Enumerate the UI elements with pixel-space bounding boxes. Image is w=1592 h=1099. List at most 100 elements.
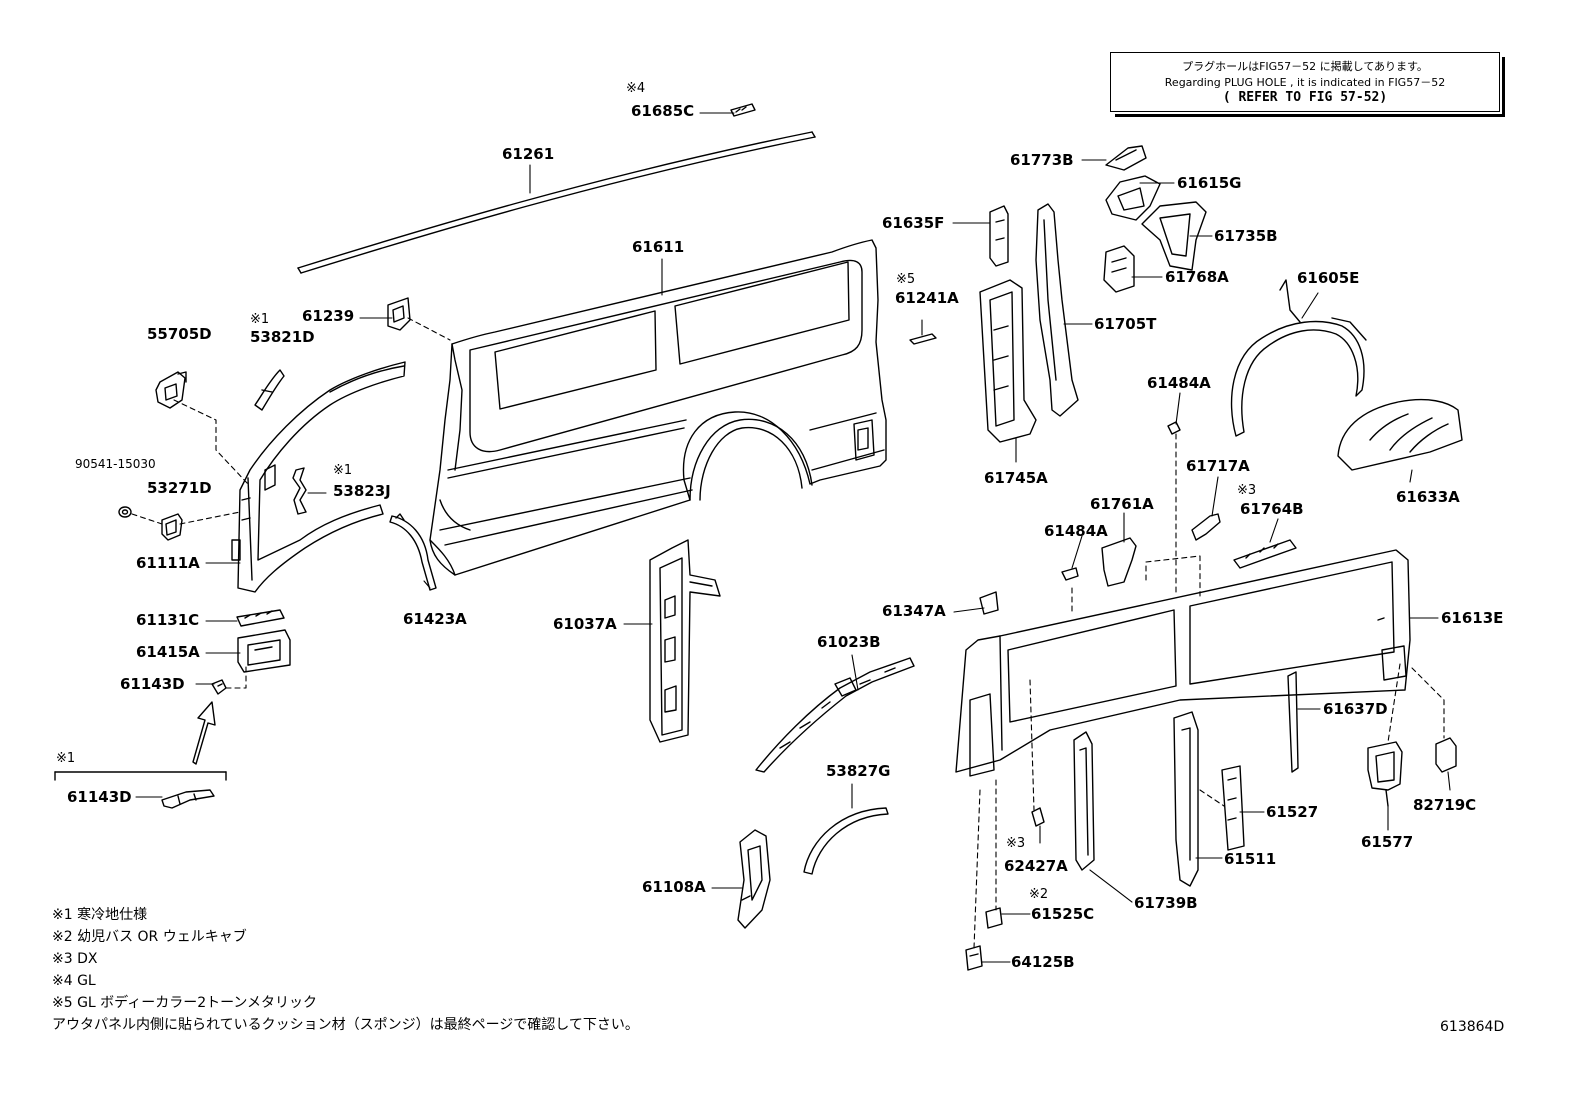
part-61773B-drawing bbox=[1105, 145, 1147, 171]
part-61761A-drawing bbox=[1101, 537, 1137, 587]
label-61577: 61577 bbox=[1361, 833, 1414, 851]
label-61768A: 61768A bbox=[1165, 268, 1229, 286]
label-82719C: 82719C bbox=[1413, 796, 1477, 814]
label-61239: 61239 bbox=[302, 307, 355, 325]
label-61143D-lower: 61143D bbox=[67, 788, 132, 806]
part-61111A-drawing bbox=[231, 361, 406, 593]
label-61108A: 61108A bbox=[642, 878, 706, 896]
marker-5: ※5 bbox=[896, 272, 916, 287]
part-61525C-drawing bbox=[985, 907, 1003, 929]
part-61717A-drawing bbox=[1191, 513, 1221, 541]
part-61423A-drawing bbox=[389, 513, 437, 591]
label-61111A: 61111A bbox=[136, 554, 200, 572]
part-61633A-drawing bbox=[1337, 398, 1463, 471]
label-55705D: 55705D bbox=[147, 325, 212, 343]
label-61143D-upper: 61143D bbox=[120, 675, 185, 693]
label-61739B: 61739B bbox=[1134, 894, 1198, 912]
marker-1-b: ※1 bbox=[333, 463, 353, 478]
label-61131C: 61131C bbox=[136, 611, 200, 629]
label-61764B: 61764B bbox=[1240, 500, 1304, 518]
part-61261-drawing bbox=[297, 131, 816, 274]
part-61611-drawing bbox=[429, 239, 887, 576]
reference-note-box: プラグホールはFIG57－52 に掲載してあります。 Regarding PLU… bbox=[1110, 52, 1505, 117]
part-64125B-drawing bbox=[965, 945, 983, 971]
part-61735B-drawing bbox=[1141, 201, 1207, 271]
label-61705T: 61705T bbox=[1094, 315, 1157, 333]
footnote-cushion: アウタパネル内側に貼られているクッション材（スポンジ）は最終ページで確認して下さ… bbox=[52, 1017, 639, 1033]
part-61484A-a-drawing bbox=[1167, 421, 1181, 435]
part-61415A-drawing bbox=[237, 629, 291, 673]
part-53827G-drawing bbox=[803, 807, 889, 875]
label-61415A: 61415A bbox=[136, 643, 200, 661]
part-55705D-drawing bbox=[155, 371, 187, 409]
part-61037A-drawing bbox=[649, 539, 721, 743]
part-61768A-drawing bbox=[1103, 245, 1135, 293]
label-53823J: 53823J bbox=[333, 482, 391, 500]
arrow-up-icon bbox=[192, 701, 216, 765]
part-61745A-drawing bbox=[979, 279, 1037, 443]
part-61635F-drawing bbox=[989, 205, 1009, 267]
part-53823J-drawing bbox=[292, 467, 307, 515]
part-61764B-drawing bbox=[1233, 539, 1297, 569]
part-61705T-drawing bbox=[1035, 203, 1079, 417]
footnote-1: ※1 寒冷地仕様 bbox=[52, 907, 148, 923]
marker-1-a: ※1 bbox=[250, 312, 270, 327]
marker-3-a: ※3 bbox=[1237, 483, 1257, 498]
reference-line-en: Regarding PLUG HOLE , it is indicated in… bbox=[1164, 76, 1446, 89]
part-61143D-b-drawing bbox=[161, 789, 215, 809]
part-61241A-drawing bbox=[909, 333, 937, 345]
label-61773B: 61773B bbox=[1010, 151, 1074, 169]
label-61761A: 61761A bbox=[1090, 495, 1154, 513]
label-61484A-lower: 61484A bbox=[1044, 522, 1108, 540]
footnote-5: ※5 GL ボディーカラー2トーンメタリック bbox=[52, 995, 317, 1011]
label-61261: 61261 bbox=[502, 145, 555, 163]
label-61685C: 61685C bbox=[631, 102, 695, 120]
part-61527-drawing bbox=[1221, 765, 1245, 851]
label-61484A-upper: 61484A bbox=[1147, 374, 1211, 392]
label-61511: 61511 bbox=[1224, 850, 1277, 868]
part-61637D-drawing bbox=[1287, 671, 1299, 773]
part-61143D-a-drawing bbox=[211, 679, 227, 695]
footnote-3: ※3 DX bbox=[52, 951, 98, 967]
part-53821D-drawing bbox=[254, 369, 285, 411]
leader-lines bbox=[135, 112, 1451, 963]
part-61511-drawing bbox=[1173, 711, 1199, 887]
label-61241A: 61241A bbox=[895, 289, 959, 307]
part-53271D-drawing bbox=[161, 513, 183, 541]
label-61611: 61611 bbox=[632, 238, 685, 256]
label-61717A: 61717A bbox=[1186, 457, 1250, 475]
part-61577-drawing bbox=[1367, 741, 1403, 807]
label-62427A: 62427A bbox=[1004, 857, 1068, 875]
label-90541-15030: 90541-15030 bbox=[75, 457, 156, 471]
footnote-4: ※4 GL bbox=[52, 973, 96, 989]
part-62427A-drawing bbox=[1031, 807, 1045, 827]
label-53827G: 53827G bbox=[826, 762, 891, 780]
label-61615G: 61615G bbox=[1177, 174, 1242, 192]
label-61527: 61527 bbox=[1266, 803, 1319, 821]
label-61605E: 61605E bbox=[1297, 269, 1360, 287]
label-53821D: 53821D bbox=[250, 328, 315, 346]
label-61037A: 61037A bbox=[553, 615, 617, 633]
marker-4: ※4 bbox=[626, 81, 646, 96]
part-82719C-drawing bbox=[1435, 737, 1457, 773]
label-61023B: 61023B bbox=[817, 633, 881, 651]
marker-1-c: ※1 bbox=[56, 751, 76, 766]
reference-line-jp: プラグホールはFIG57－52 に掲載してあります。 bbox=[1182, 60, 1428, 73]
label-61347A: 61347A bbox=[882, 602, 946, 620]
label-61633A: 61633A bbox=[1396, 488, 1460, 506]
part-61131C-drawing bbox=[236, 609, 285, 627]
marker-2: ※2 bbox=[1029, 887, 1049, 902]
figure-id: 613864D bbox=[1440, 1019, 1505, 1035]
label-61637D: 61637D bbox=[1323, 700, 1388, 718]
part-61484A-b-drawing bbox=[1061, 567, 1079, 581]
marker-3-b: ※3 bbox=[1006, 836, 1026, 851]
part-61023B-drawing bbox=[755, 657, 915, 773]
reference-line-ref: ( REFER TO FIG 57-52) bbox=[1222, 90, 1388, 105]
label-61525C: 61525C bbox=[1031, 905, 1095, 923]
part-61615G-drawing bbox=[1105, 175, 1161, 221]
part-61239-drawing bbox=[387, 297, 411, 331]
part-61605E-drawing bbox=[1230, 279, 1367, 437]
part-61685C-drawing bbox=[730, 103, 756, 117]
label-53271D: 53271D bbox=[147, 479, 212, 497]
